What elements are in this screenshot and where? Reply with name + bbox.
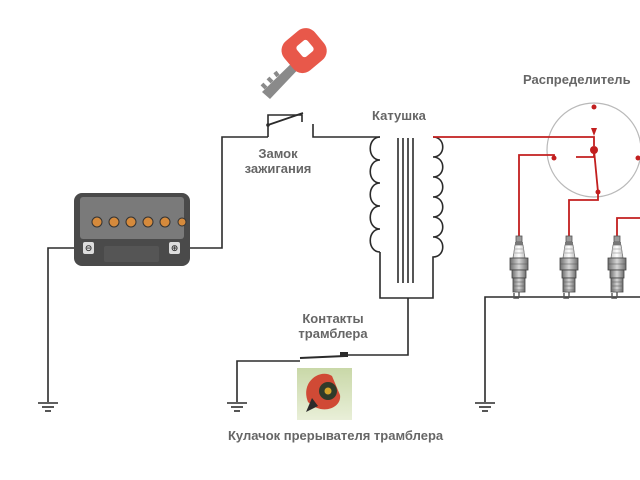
spark-plug-icon	[509, 235, 529, 299]
breaker-cam-icon	[297, 368, 352, 420]
battery-negative-terminal: ⊖	[84, 243, 93, 253]
coil-label: Катушка	[372, 108, 426, 123]
breaker-contacts-label-line-1: Контакты	[302, 311, 364, 326]
ignition-coil-icon	[369, 136, 444, 299]
key-icon	[260, 28, 327, 99]
ground-icon	[37, 402, 59, 412]
spark-plug-icon	[607, 235, 627, 299]
ignition-switch-label-line-1: Замок	[258, 146, 298, 161]
high-voltage-wiring	[433, 136, 640, 236]
breaker-contacts-label: Контакты трамблера	[281, 311, 385, 341]
battery-positive-terminal: ⊕	[170, 243, 179, 253]
breaker-contacts	[299, 352, 348, 359]
ground-icon	[474, 402, 496, 412]
ground-icon	[226, 402, 248, 412]
ignition-switch-label: Замок зажигания	[238, 146, 318, 176]
battery-icon	[74, 193, 190, 266]
ignition-switch-label-line-2: зажигания	[244, 161, 312, 176]
ignition-switch	[266, 112, 304, 127]
distributor-label: Распределитель	[523, 72, 631, 87]
breaker-contacts-label-line-2: трамблера	[298, 326, 368, 341]
breaker-cam-label: Кулачок прерывателя трамблера	[228, 428, 444, 443]
primary-wiring	[47, 114, 640, 402]
spark-plug-icon	[559, 235, 579, 299]
